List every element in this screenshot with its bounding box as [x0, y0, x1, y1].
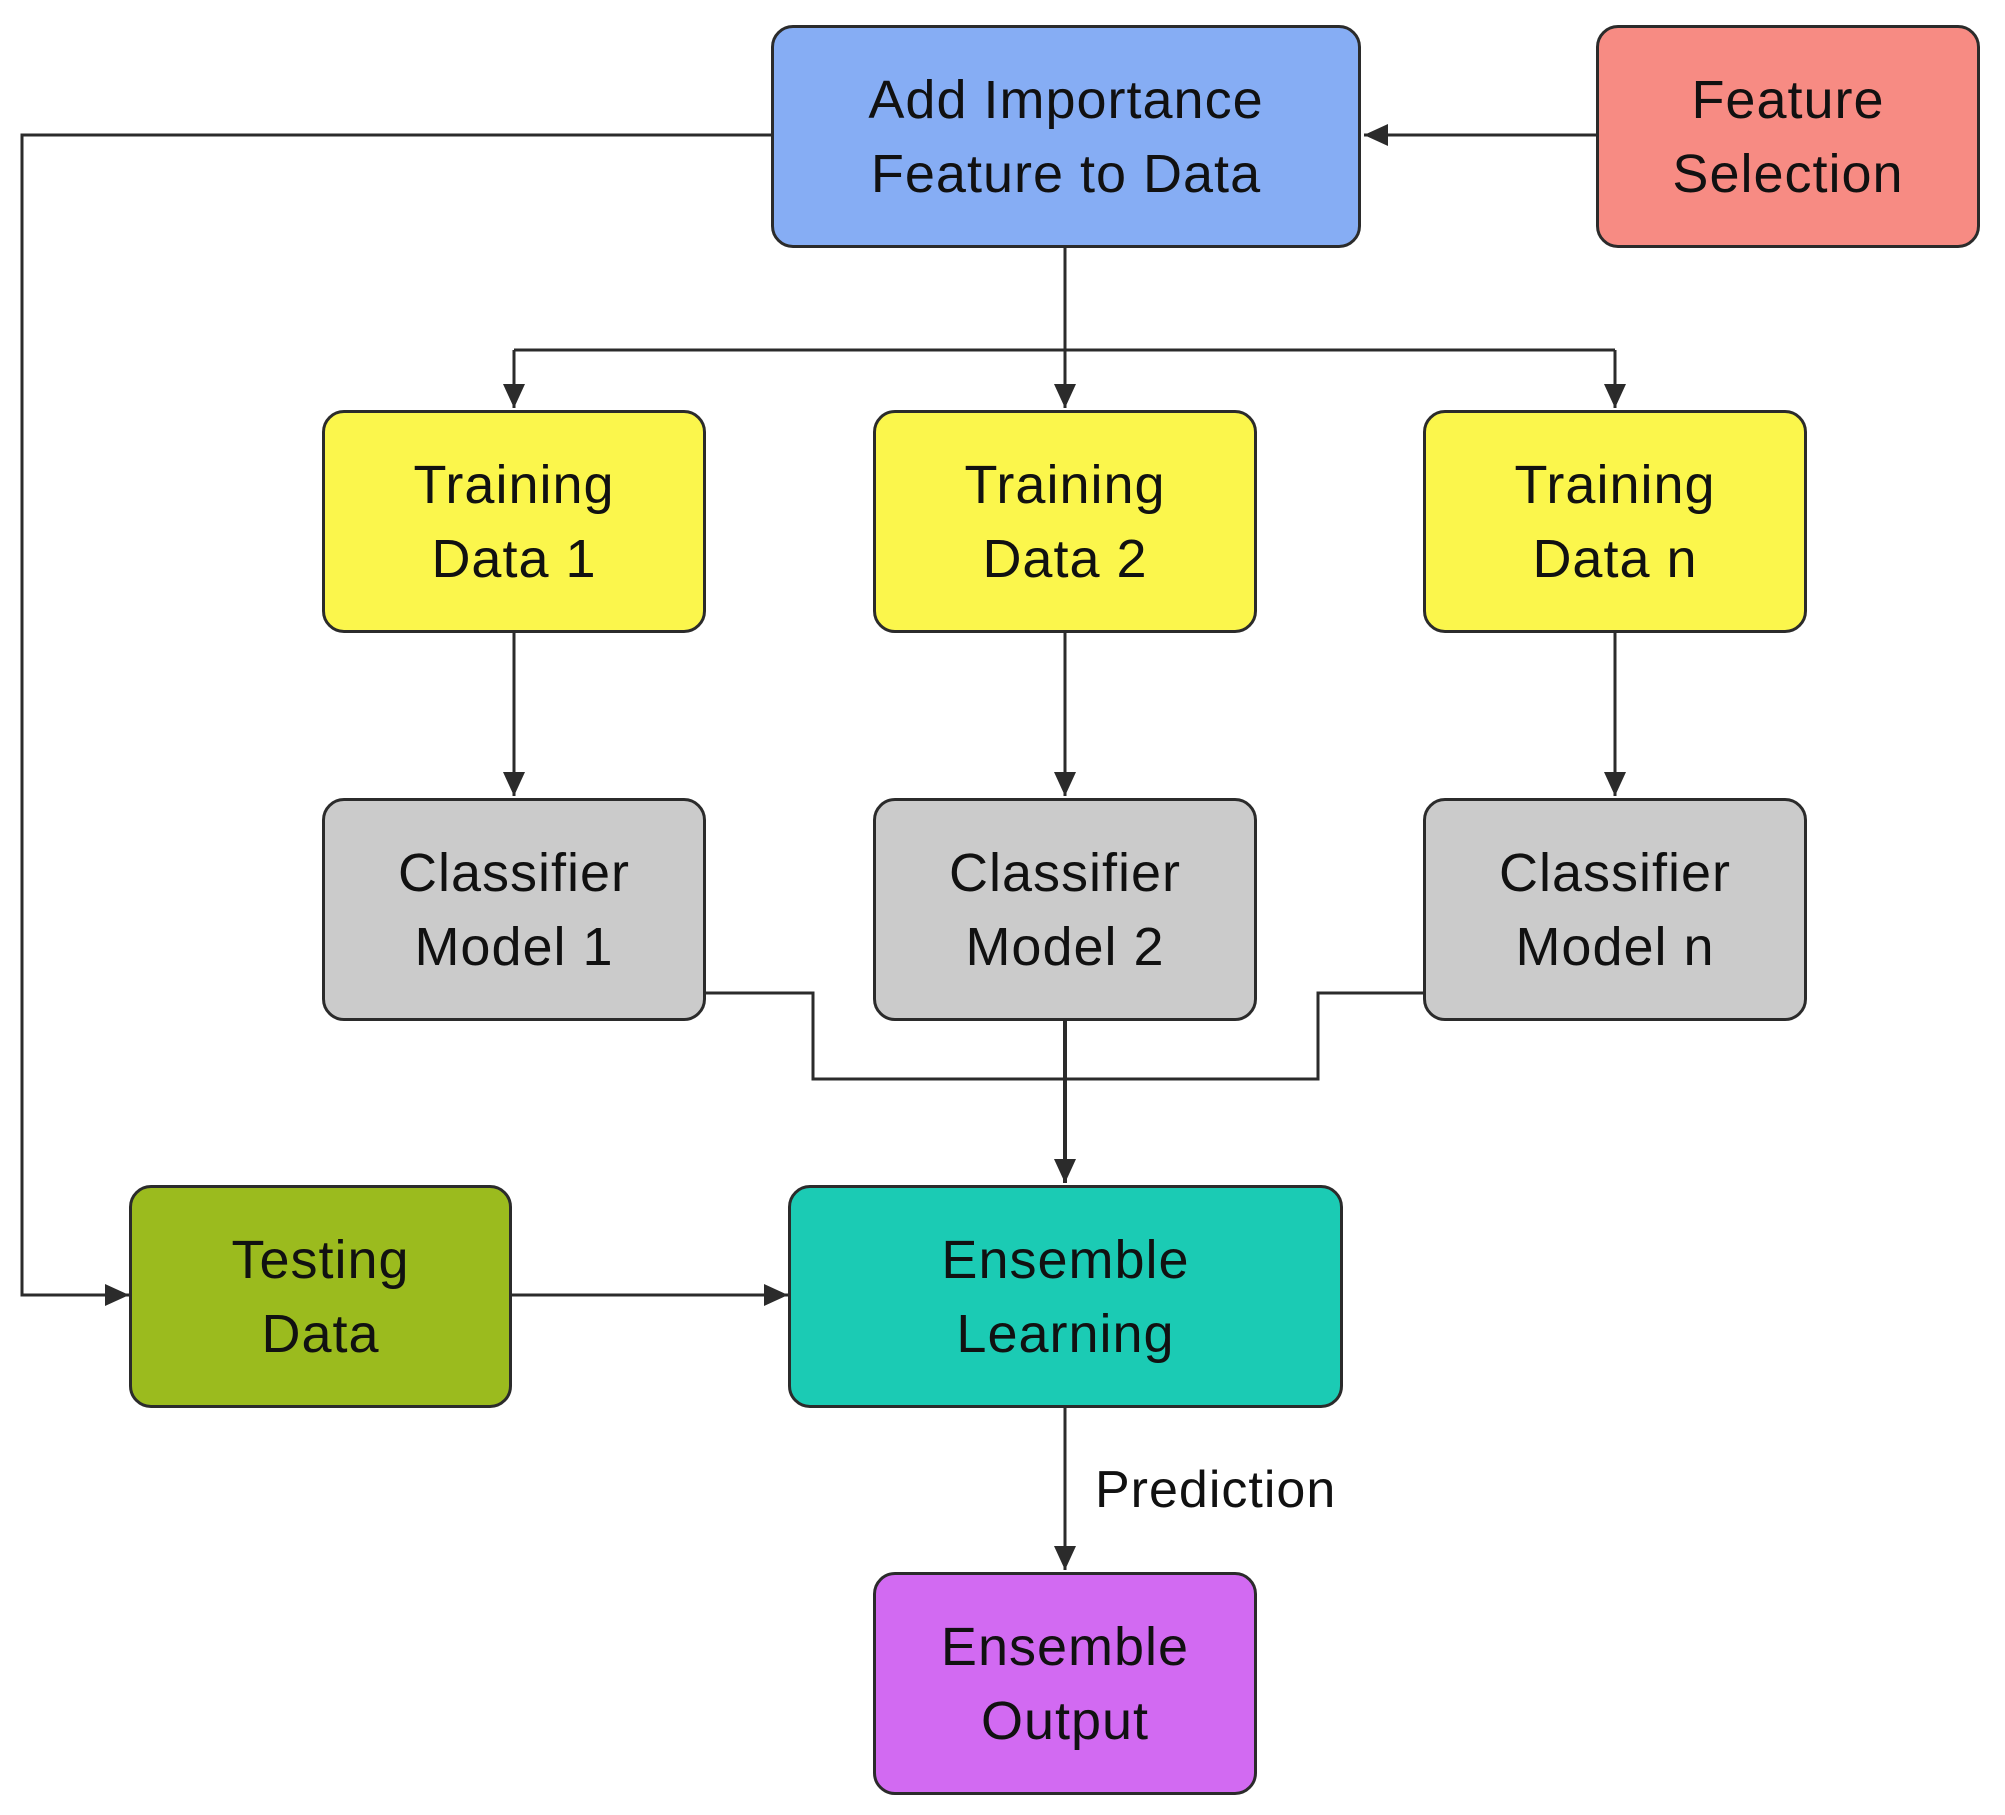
node-label-line: Classifier: [948, 842, 1182, 903]
node-label-line: Data 1: [431, 528, 597, 589]
edge-classifier-n-to-ensemble: [1065, 991, 1423, 1081]
node-ensemble-learning: Ensemble Learning: [788, 1185, 1343, 1408]
node-label-line: Ensemble: [941, 1229, 1190, 1290]
node-label-line: Selection: [1672, 143, 1904, 204]
node-label-line: Classifier: [397, 842, 631, 903]
node-testing-data: Testing Data: [129, 1185, 512, 1408]
node-feature-selection: Feature Selection: [1596, 25, 1980, 248]
node-label-line: Training: [1514, 454, 1716, 515]
edge-add-importance-to-testing-data: [20, 133, 771, 1306]
node-label-line: Learning: [956, 1303, 1175, 1364]
edge-classifier-1-to-ensemble: [706, 991, 1065, 1081]
node-label-line: Training: [413, 454, 615, 515]
node-classifier-model-n: Classifier Model n: [1423, 798, 1807, 1021]
edge-label-prediction: Prediction: [1095, 1461, 1337, 1519]
node-training-data-1: Training Data 1: [322, 410, 706, 633]
node-training-data-2: Training Data 2: [873, 410, 1257, 633]
node-label-line: Add Importance: [868, 69, 1264, 130]
node-label-line: Feature: [1691, 69, 1885, 130]
node-ensemble-output: Ensemble Output: [873, 1572, 1257, 1795]
node-classifier-model-1: Classifier Model 1: [322, 798, 706, 1021]
node-label-line: Testing: [231, 1229, 410, 1290]
node-label-line: Output: [980, 1690, 1150, 1751]
node-label-line: Data 2: [982, 528, 1148, 589]
node-label-line: Feature to Data: [870, 143, 1262, 204]
node-label-line: Ensemble: [940, 1616, 1190, 1677]
node-label-line: Training: [964, 454, 1166, 515]
node-label-line: Model 2: [965, 916, 1165, 977]
node-label-line: Model 1: [414, 916, 614, 977]
node-label-line: Data: [261, 1303, 380, 1364]
node-label-line: Data n: [1532, 528, 1698, 589]
node-add-importance-feature: Add Importance Feature to Data: [771, 25, 1361, 248]
node-classifier-model-2: Classifier Model 2: [873, 798, 1257, 1021]
node-training-data-n: Training Data n: [1423, 410, 1807, 633]
node-label-line: Classifier: [1498, 842, 1732, 903]
node-label-line: Model n: [1515, 916, 1715, 977]
